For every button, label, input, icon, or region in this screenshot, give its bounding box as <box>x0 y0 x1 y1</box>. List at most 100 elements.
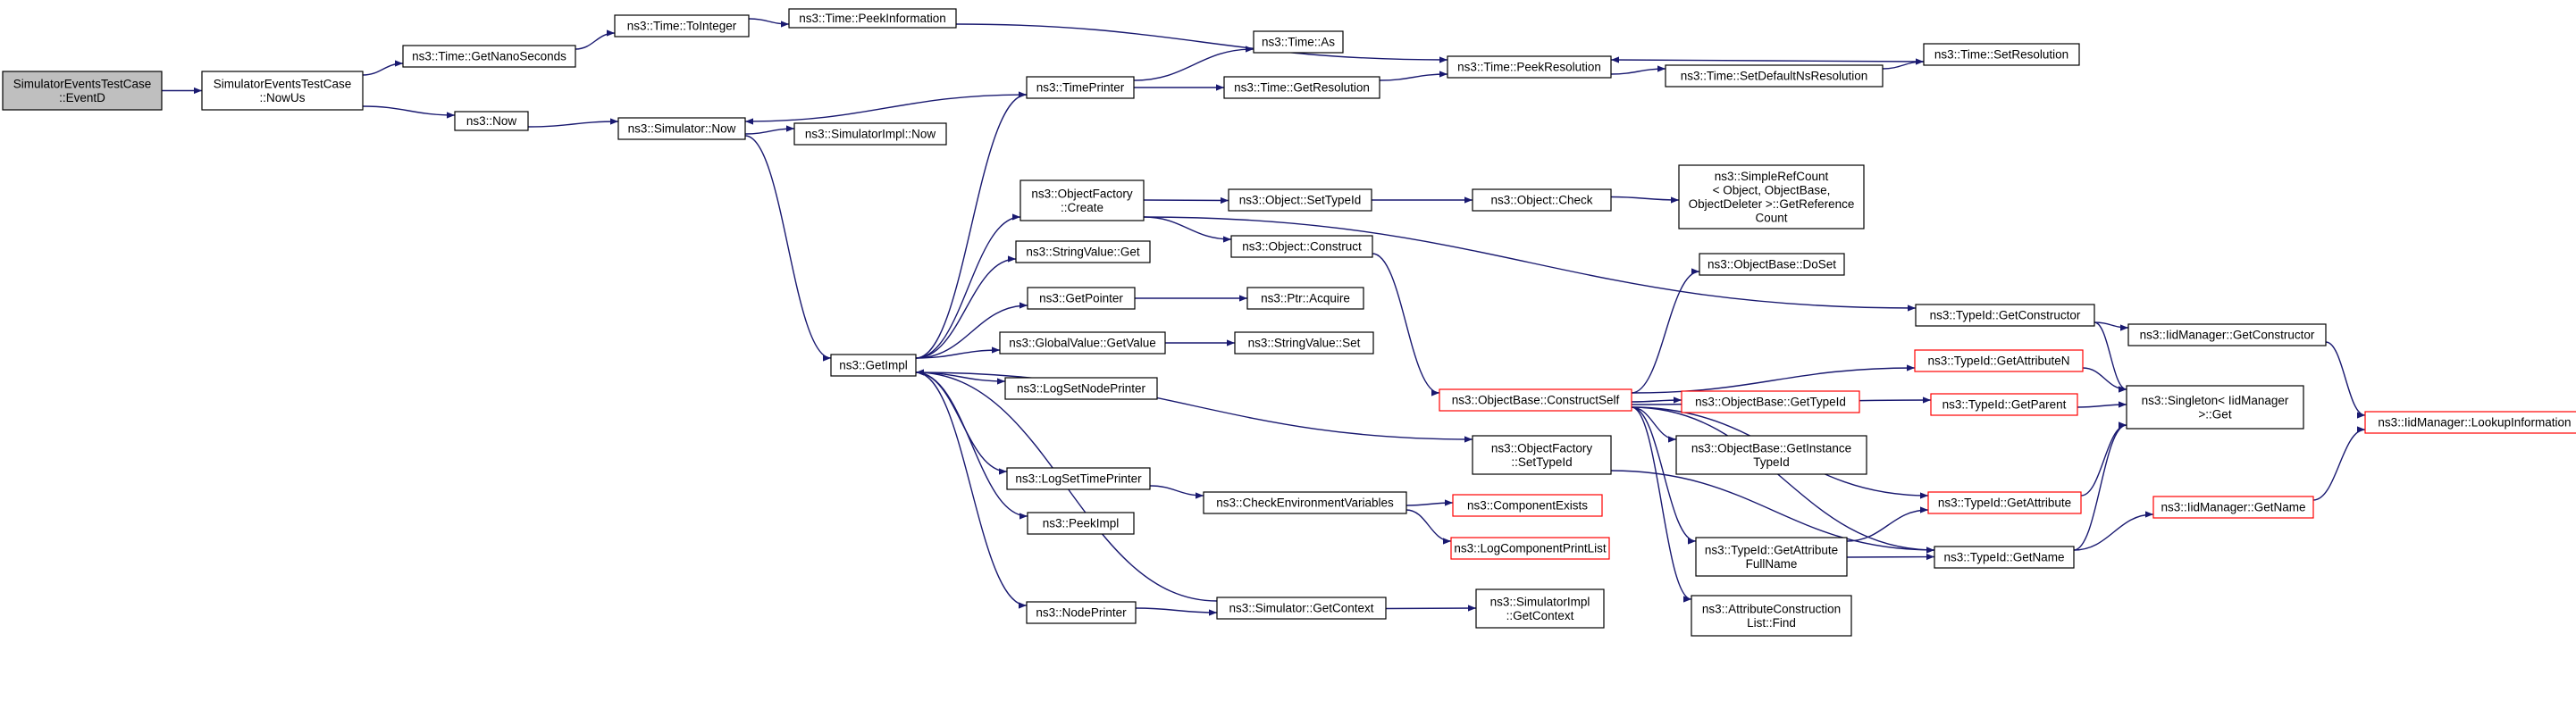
node-simgetcontext[interactable]: ns3::Simulator::GetContext <box>1216 597 1387 620</box>
node-getpointer[interactable]: ns3::GetPointer <box>1027 287 1136 310</box>
node-box <box>1027 512 1135 535</box>
node-ofsettypeid[interactable]: ns3::ObjectFactory::SetTypeId <box>1472 435 1612 475</box>
node-strget[interactable]: ns3::StringValue::Get <box>1015 240 1151 263</box>
node-label-line: ::GetContext <box>1506 609 1574 622</box>
node-box <box>2127 323 2327 346</box>
edge-timeprinter-to-timeas <box>1133 46 1254 81</box>
node-peekres[interactable]: ns3::Time::PeekResolution <box>1447 55 1612 79</box>
node-label-line: ns3::TypeId::GetAttributeN <box>1927 355 2069 368</box>
node-getres[interactable]: ns3::Time::GetResolution <box>1223 76 1380 99</box>
node-root[interactable]: SimulatorEventsTestCase::EventD <box>2 71 163 111</box>
node-box <box>1472 435 1612 475</box>
edge-setdefres-to-setres <box>1882 58 1925 70</box>
node-settypeid[interactable]: ns3::Object::SetTypeId <box>1228 188 1372 212</box>
node-singletonget[interactable]: ns3::Singleton< IidManager>::Get <box>2126 385 2304 430</box>
edge-simgetcontext-to-simimplgetcontext <box>1385 605 1477 612</box>
node-objconstruct[interactable]: ns3::Object::Construct <box>1230 235 1373 258</box>
node-peekinfo[interactable]: ns3::Time::PeekInformation <box>788 8 957 29</box>
node-getnano[interactable]: ns3::Time::GetNanoSeconds <box>402 45 576 68</box>
node-ofcreate[interactable]: ns3::ObjectFactory::Create <box>1019 179 1145 221</box>
node-getimpl[interactable]: ns3::GetImpl <box>830 354 917 377</box>
node-label-line: ns3::Object::Check <box>1490 194 1592 207</box>
node-label-line: ns3::Singleton< IidManager <box>2142 394 2289 407</box>
node-label-line: ObjectDeleter >::GetReference <box>1689 197 1855 211</box>
node-obgettypeid[interactable]: ns3::ObjectBase::GetTypeId <box>1681 390 1860 413</box>
node-simimplgetcontext[interactable]: ns3::SimulatorImpl::GetContext <box>1475 588 1605 629</box>
node-label-line: ns3::Time::SetDefaultNsResolution <box>1681 70 1868 83</box>
node-box <box>1691 595 1852 637</box>
node-box <box>2152 496 2314 519</box>
edge-objconstruct-to-constructself <box>1372 253 1440 396</box>
edge-timeprinter-to-simnow <box>744 94 1028 125</box>
edge-iidgetname-to-lookupinfo <box>2312 426 2366 501</box>
node-label-line: ns3::Time::GetResolution <box>1234 81 1370 95</box>
node-peekimpl[interactable]: ns3::PeekImpl <box>1027 512 1135 535</box>
node-label-line: ns3::StringValue::Get <box>1026 246 1140 259</box>
node-lognodeprinter[interactable]: ns3::LogSetNodePrinter <box>1004 377 1158 400</box>
node-nowus[interactable]: SimulatorEventsTestCase::NowUs <box>201 71 364 111</box>
node-label-line: ::NowUs <box>259 91 305 104</box>
node-box <box>1923 43 2080 66</box>
node-lookupinfo[interactable]: ns3::IidManager::LookupInformation <box>2364 411 2576 434</box>
node-compexists[interactable]: ns3::ComponentExists <box>1452 494 1603 517</box>
node-ptracquire[interactable]: ns3::Ptr::Acquire <box>1246 287 1364 310</box>
node-gvgetvalue[interactable]: ns3::GlobalValue::GetValue <box>999 331 1166 355</box>
node-strset[interactable]: ns3::StringValue::Set <box>1234 331 1374 355</box>
node-label-line: ns3::ObjectBase::GetInstance <box>1691 441 1851 455</box>
node-logcompprint[interactable]: ns3::LogComponentPrintList <box>1450 537 1610 560</box>
node-label-line: ns3::GlobalValue::GetValue <box>1009 337 1156 350</box>
node-simimplnow[interactable]: ns3::SimulatorImpl::Now <box>793 122 947 146</box>
edge-constructself-to-obgettypeid <box>1631 396 1682 404</box>
node-getattribute[interactable]: ns3::TypeId::GetAttribute <box>1927 491 2082 514</box>
node-logtimeprinter[interactable]: ns3::LogSetTimePrinter <box>1006 467 1151 490</box>
node-box <box>1230 235 1373 258</box>
node-setres[interactable]: ns3::Time::SetResolution <box>1923 43 2080 66</box>
edge-getimpl-to-nodeprinter <box>915 371 1028 609</box>
node-getname[interactable]: ns3::TypeId::GetName <box>1934 546 2075 569</box>
node-label-line: ns3::LogSetTimePrinter <box>1015 472 1142 486</box>
node-getparent[interactable]: ns3::TypeId::GetParent <box>1930 393 2078 416</box>
edge-simnow-to-simimplnow <box>744 125 795 135</box>
node-label-line: ns3::SimpleRefCount <box>1715 170 1829 183</box>
edge-setres-to-peekres <box>1610 56 1925 63</box>
node-box <box>1915 304 2095 327</box>
node-box <box>1934 546 2075 569</box>
edge-checkenv-to-logcompprint <box>1405 509 1452 545</box>
node-nodeprinter[interactable]: ns3::NodePrinter <box>1026 601 1137 624</box>
node-refcount[interactable]: ns3::SimpleRefCount< Object, ObjectBase,… <box>1678 164 1865 229</box>
node-getconstructor[interactable]: ns3::TypeId::GetConstructor <box>1915 304 2095 327</box>
nodes-layer: SimulatorEventsTestCase::EventD Simulator… <box>2 8 2576 637</box>
node-getattrn[interactable]: ns3::TypeId::GetAttributeN <box>1914 349 2084 372</box>
node-label-line: < Object, ObjectBase, <box>1713 183 1831 196</box>
node-label-line: ns3::SimulatorImpl::Now <box>805 128 936 141</box>
node-label-line: ns3::Time::SetResolution <box>1934 48 2068 62</box>
node-label-line: ns3::Time::GetNanoSeconds <box>412 50 566 63</box>
node-label-line: ns3::NodePrinter <box>1036 606 1127 620</box>
node-constructself[interactable]: ns3::ObjectBase::ConstructSelf <box>1439 388 1632 412</box>
node-tointeger[interactable]: ns3::Time::ToInteger <box>614 14 750 38</box>
node-box <box>1015 240 1151 263</box>
node-checkenv[interactable]: ns3::CheckEnvironmentVariables <box>1203 491 1407 514</box>
edge-tointeger-to-peekinfo <box>748 18 790 28</box>
node-now[interactable]: ns3::Now <box>454 111 529 131</box>
node-box <box>2126 385 2304 430</box>
node-box <box>454 111 529 131</box>
node-box <box>402 45 576 68</box>
edge-logtimeprinter-to-checkenv <box>1149 485 1204 499</box>
node-simnow[interactable]: ns3::Simulator::Now <box>617 117 746 140</box>
node-label-line: ns3::ObjectFactory <box>1031 187 1133 200</box>
node-box <box>1223 76 1380 99</box>
node-label-line: ns3::PeekImpl <box>1043 517 1120 530</box>
node-iidgetconstructor[interactable]: ns3::IidManager::GetConstructor <box>2127 323 2327 346</box>
node-timeas[interactable]: ns3::Time::As <box>1253 30 1344 54</box>
node-setdefres[interactable]: ns3::Time::SetDefaultNsResolution <box>1665 64 1884 88</box>
node-label-line: ns3::TypeId::GetParent <box>1942 398 2067 412</box>
node-objcheck[interactable]: ns3::Object::Check <box>1472 188 1612 212</box>
edge-getimpl-to-strget <box>915 255 1017 359</box>
node-doset[interactable]: ns3::ObjectBase::DoSet <box>1699 253 1845 276</box>
node-timeprinter[interactable]: ns3::TimePrinter <box>1026 76 1135 99</box>
node-iidgetname[interactable]: ns3::IidManager::GetName <box>2152 496 2314 519</box>
